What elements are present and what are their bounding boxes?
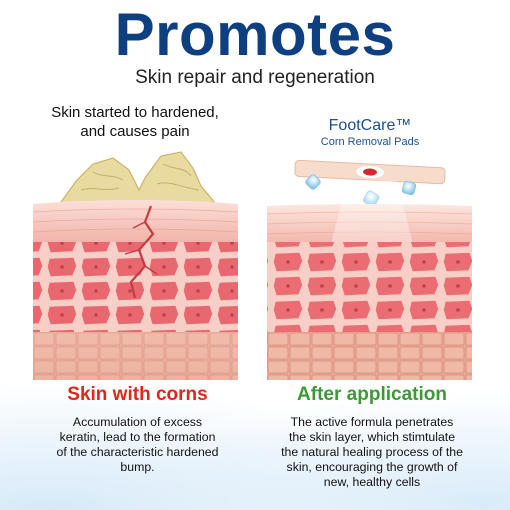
product-name: FootCare™: [328, 117, 412, 134]
after-application-illustration: [267, 150, 472, 380]
headline: Promotes: [114, 1, 396, 68]
after-description-line: new, healthy cells: [323, 475, 421, 489]
corn-hardened-bump: [60, 151, 219, 207]
after-description-line: the natural healing process of the: [281, 445, 463, 459]
left-caption-line-1: Skin started to hardened,: [51, 104, 219, 121]
corns-description-line: keratin, lead to the formation: [59, 430, 216, 444]
skin-with-corn-illustration: [33, 150, 238, 380]
corns-description-line: Accumulation of excess: [72, 415, 203, 429]
subheadline: Skin repair and regeneration: [135, 67, 375, 88]
corns-description-line: of the characteristic hardened: [56, 445, 219, 459]
left-caption: Skin started to hardened, and causes pai…: [30, 103, 240, 141]
background-gradient: [0, 360, 510, 510]
after-description-line: The active formula penetrates: [290, 415, 454, 429]
after-description-line: skin, encouraging the growth of: [286, 460, 458, 474]
corns-description: Accumulation of excess keratin, lead to …: [30, 415, 245, 475]
after-description-line: the skin layer, which stimtulate: [288, 430, 456, 444]
after-application-description: The active formula penetrates the skin l…: [262, 415, 482, 490]
skin-with-corns-label: Skin with corns: [67, 384, 208, 405]
after-application-label: After application: [297, 384, 447, 405]
product-subtitle: Corn Removal Pads: [320, 136, 420, 148]
corn-removal-pad-icon: [294, 159, 446, 185]
corns-description-line: bump.: [120, 460, 155, 474]
left-caption-line-2: and causes pain: [80, 123, 190, 140]
